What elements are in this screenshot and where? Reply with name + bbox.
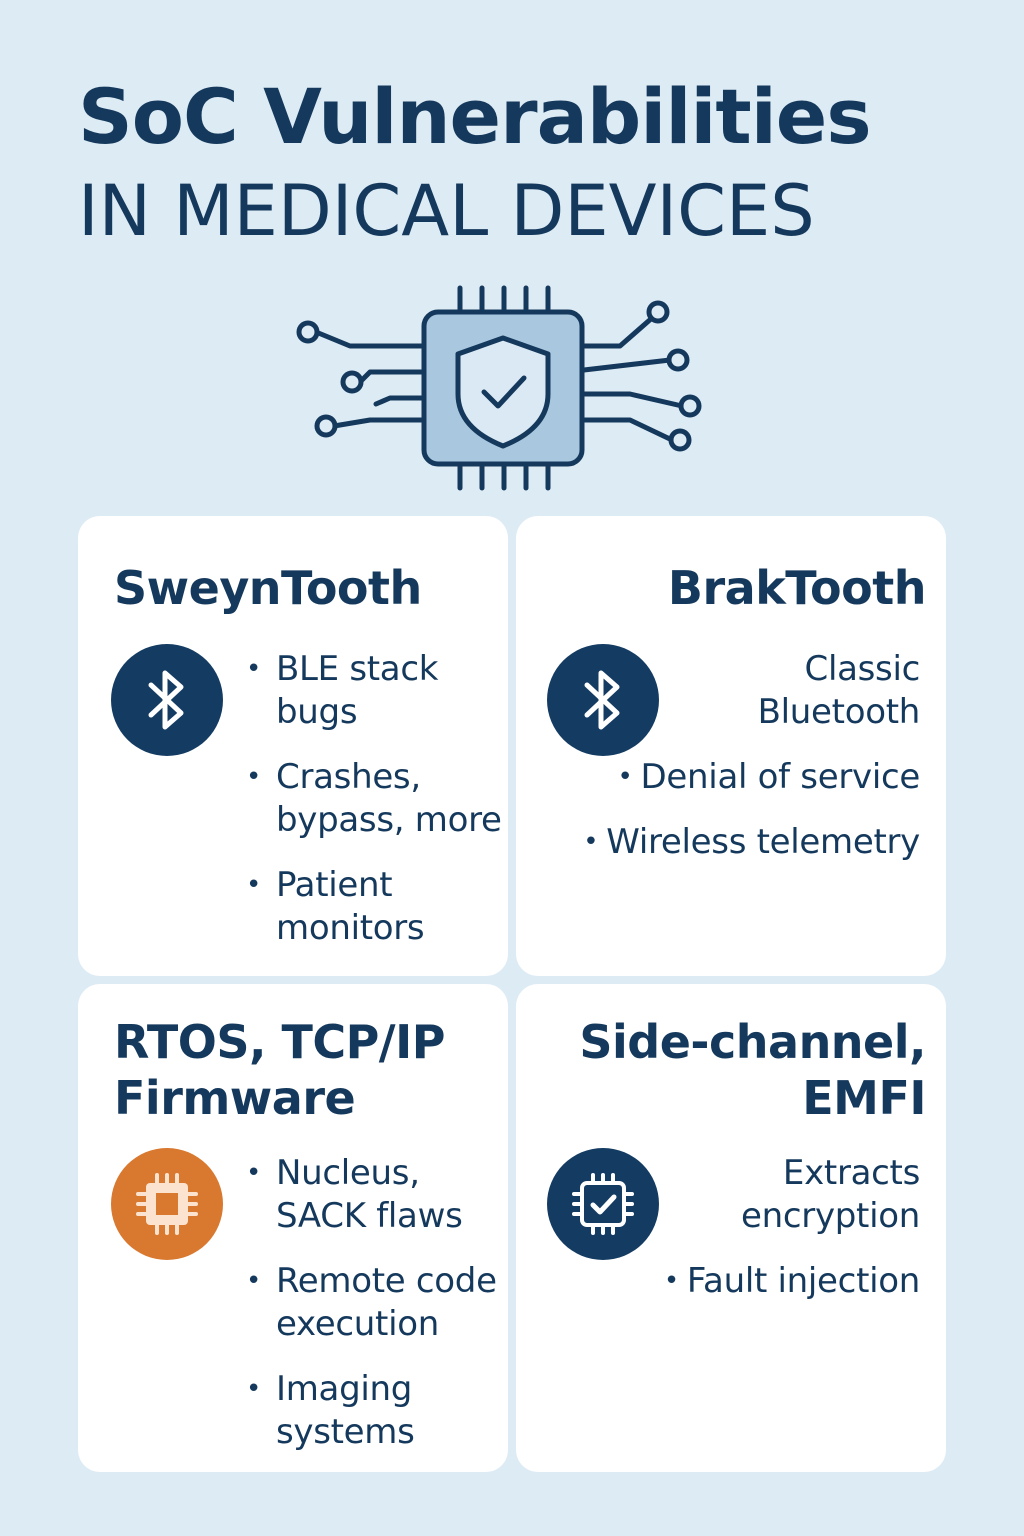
bullet-list: Nucleus, SACK flaws Remote code executio… <box>246 1152 508 1476</box>
page-title: SoC Vulnerabilities <box>78 72 872 161</box>
list-item: Denial of service <box>540 756 921 799</box>
card-title: BrakTooth <box>667 561 927 615</box>
list-item: Wireless telemetry <box>540 821 920 864</box>
bullet-list: Extracts encryption Fault injection <box>540 1152 920 1325</box>
bluetooth-icon <box>111 644 223 756</box>
bluetooth-icon <box>547 644 659 756</box>
list-item: Remote code execution <box>246 1260 508 1346</box>
card-title: Side-channel, EMFI <box>579 1015 926 1125</box>
card-sweyntooth: SweynTooth BLE stack bugs Crashes, bypas… <box>78 516 508 976</box>
list-item: Imaging systems <box>246 1368 508 1454</box>
card-side-channel: Side-channel, EMFI Extracts encryption F… <box>516 984 946 1472</box>
list-item: Extracts encryption <box>741 1153 920 1236</box>
card-braktooth: BrakTooth Classic Bluetooth Denial of se… <box>516 516 946 976</box>
page-subtitle: IN MEDICAL DEVICES <box>78 170 815 252</box>
list-item: Crashes, bypass, more <box>246 756 508 842</box>
chip-icon <box>111 1148 223 1260</box>
bullet-list: Classic Bluetooth Denial of service Wire… <box>540 648 920 886</box>
list-item: Nucleus, SACK flaws <box>246 1152 508 1238</box>
bullet-list: BLE stack bugs Crashes, bypass, more Pat… <box>246 648 508 972</box>
list-item: Patient monitors <box>246 864 508 950</box>
chip-check-icon <box>547 1148 659 1260</box>
list-item: BLE stack bugs <box>246 648 508 734</box>
card-title: SweynTooth <box>114 561 422 615</box>
list-item: Classic Bluetooth <box>757 649 921 732</box>
chip-shield-check-icon <box>296 285 702 491</box>
card-title: RTOS, TCP/IP Firmware <box>114 1015 445 1125</box>
card-rtos-firmware: RTOS, TCP/IP Firmware Nucleus, SACK flaw… <box>78 984 508 1472</box>
list-item: Fault injection <box>540 1260 920 1303</box>
